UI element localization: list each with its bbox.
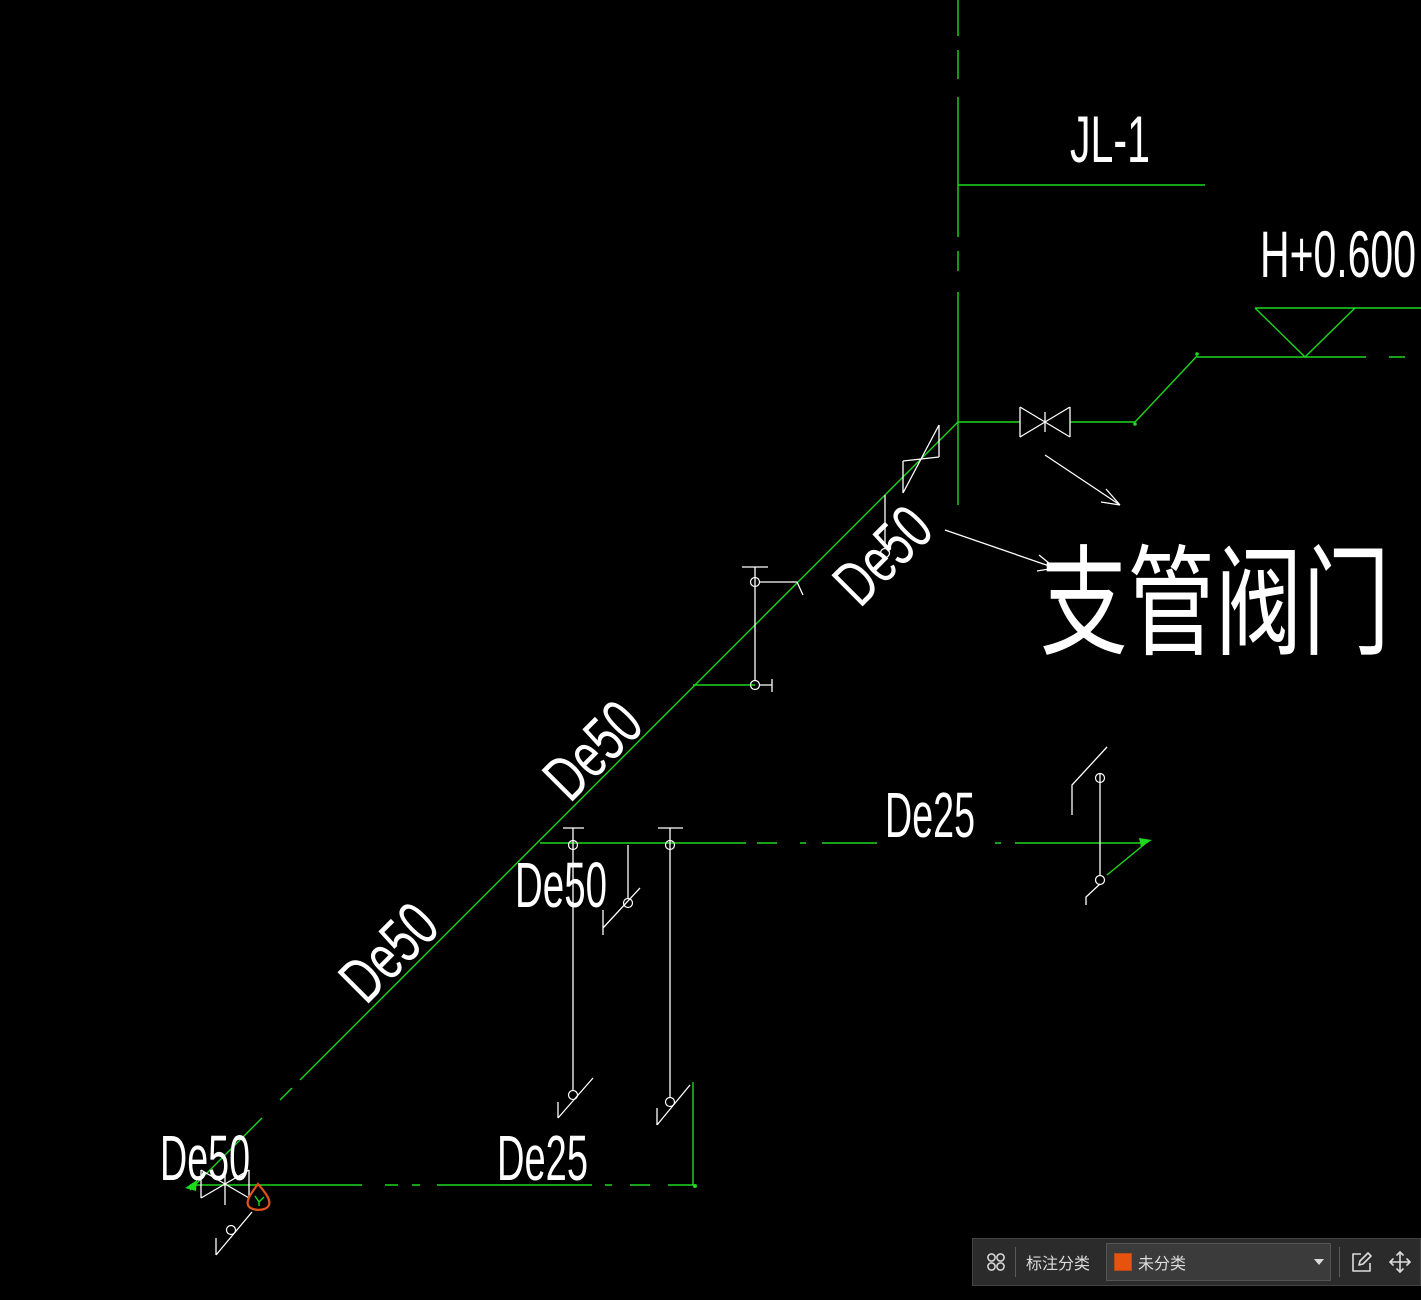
grid-icon	[987, 1253, 1005, 1271]
pipe-node	[749, 679, 761, 691]
gate-valve-bottom[interactable]	[200, 1160, 253, 1256]
pipe-node	[1094, 772, 1106, 784]
drop-riser-4[interactable]	[1071, 746, 1108, 905]
category-dropdown[interactable]: 未分类	[1106, 1243, 1331, 1281]
drop-riser-3[interactable]	[602, 845, 641, 935]
toolbar-divider	[1015, 1247, 1016, 1277]
riser-label[interactable]: JL-1	[1070, 102, 1150, 176]
pipe-node	[664, 1096, 676, 1108]
pipe-endpoint	[1133, 422, 1137, 426]
callout-arrow-diagonal-valve[interactable]	[944, 529, 1056, 572]
gate-valve-horizontal[interactable]	[1019, 406, 1071, 438]
category-label: 标注分类	[1026, 1254, 1091, 1273]
edit-icon	[1352, 1252, 1372, 1272]
elevation-label[interactable]: H+0.600	[1260, 217, 1416, 291]
branch-pipe-middle[interactable]	[540, 842, 1147, 876]
pipe-end-arrow	[1139, 838, 1152, 847]
callout-arrow-valve[interactable]	[1044, 454, 1121, 506]
category-color-swatch	[1114, 1253, 1132, 1271]
pipe-size-label-bottom-left[interactable]: De50	[160, 1122, 250, 1194]
category-value: 未分类	[1138, 1254, 1187, 1273]
toolbar-divider	[1339, 1247, 1340, 1277]
drop-riser-1[interactable]	[557, 827, 594, 1119]
annotation-toolbar: 标注分类 未分类	[972, 1238, 1421, 1286]
move-icon	[1389, 1251, 1411, 1273]
snap-marker-axis	[254, 1195, 265, 1206]
elevation-symbol[interactable]	[1254, 307, 1421, 358]
fixtures	[200, 406, 1121, 1256]
edit-button[interactable]	[1344, 1243, 1380, 1281]
branch-pipe-top[interactable]	[958, 355, 1405, 423]
pipe-end-arrow	[185, 1180, 197, 1191]
pipe-size-label-branch-middle[interactable]: De50	[515, 849, 607, 921]
pipe-node	[749, 576, 761, 588]
gate-valve-diagonal[interactable]	[902, 424, 940, 494]
pipe-endpoint	[693, 1184, 697, 1188]
pipe-node	[567, 839, 579, 851]
drop-riser-upper[interactable]	[742, 566, 804, 692]
snap-marker-icon	[246, 1182, 271, 1211]
pipe-size-label-branch-right[interactable]: De25	[885, 779, 975, 851]
callout-note[interactable]: 支管阀门	[1040, 535, 1390, 674]
pipe-endpoint	[1195, 352, 1199, 356]
pipe-node	[1094, 874, 1106, 886]
pipe-node	[622, 897, 634, 909]
pipe-node	[567, 1089, 579, 1101]
pipe-size-label-main-lower[interactable]: De50	[325, 889, 452, 1016]
pipe-size-label-bottom[interactable]: De25	[497, 1122, 588, 1194]
layout-button[interactable]	[977, 1243, 1015, 1281]
pipe-node	[664, 839, 676, 851]
pipe-size-label-main-middle[interactable]: De50	[529, 687, 656, 814]
pipe-size-label-main-upper[interactable]: De50	[819, 492, 946, 619]
pipe-node	[225, 1224, 237, 1236]
main-pipe-diagonal[interactable]	[189, 421, 959, 1191]
pipe-network	[185, 0, 1421, 1191]
chevron-down-icon	[1314, 1259, 1324, 1265]
drawing-labels: JL-1 H+0.600 支管阀门 De50 De50 De50 De50 De…	[160, 102, 1416, 1194]
move-handle[interactable]	[1382, 1243, 1418, 1281]
pipe-node	[879, 547, 891, 559]
drop-riser-2[interactable]	[656, 827, 691, 1126]
